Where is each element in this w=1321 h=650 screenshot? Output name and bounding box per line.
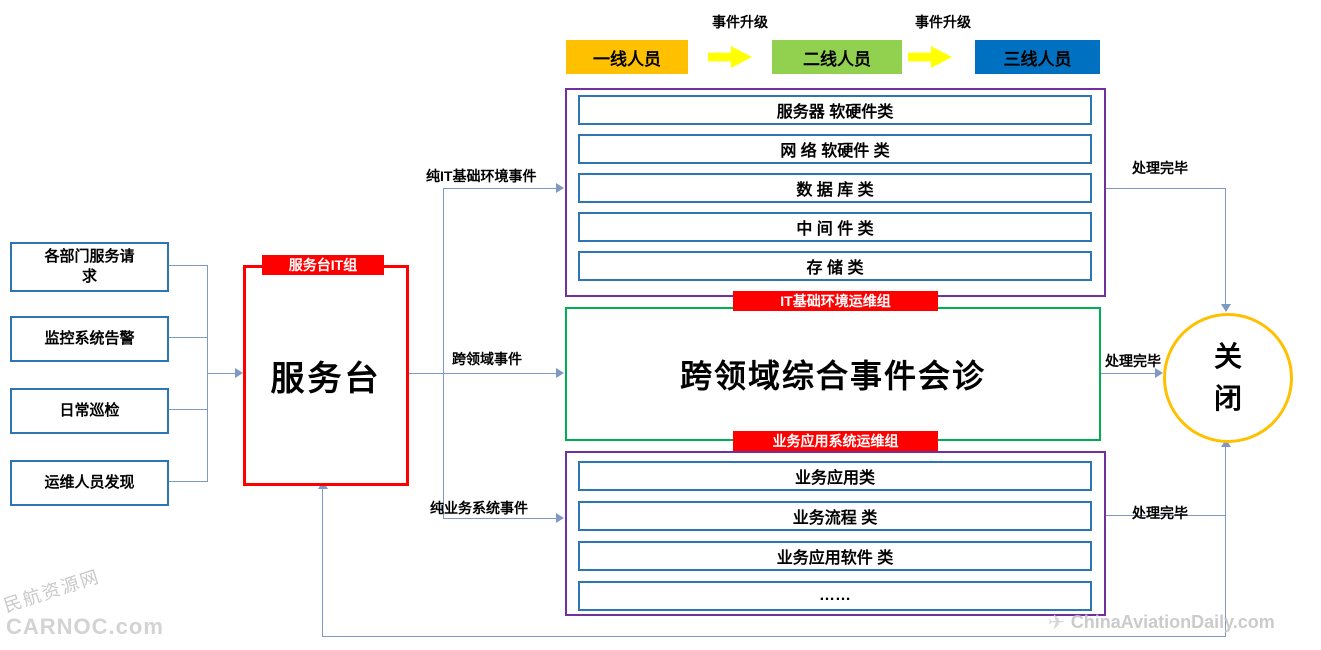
biz-category-box: 业务流程 类 (578, 501, 1092, 531)
branch-label-it: 纯IT基础环境事件 (426, 168, 537, 184)
connector-line (1097, 373, 1157, 374)
escalation-label-2: 事件升级 (915, 14, 971, 30)
tier2-box: 二线人员 (772, 40, 902, 74)
watermark-cad: ✈ ChinaAviationDaily.com (1048, 610, 1275, 635)
connector-line (443, 373, 557, 374)
close-circle: 关 闭 (1163, 313, 1293, 443)
it-group-tag: IT基础环境运维组 (733, 291, 938, 311)
connector-line (165, 337, 207, 338)
it-category-box: 网 络 软硬件 类 (578, 134, 1092, 164)
connector-line (1225, 188, 1226, 310)
biz-category-box: …… (578, 581, 1092, 611)
done-label-middle: 处理完毕 (1105, 353, 1161, 369)
watermark-carnoc-en: CARNOC.com (6, 614, 164, 639)
source-box-ops-discovery: 运维人员发现 (10, 460, 169, 506)
arrowhead-icon (556, 513, 564, 523)
branch-label-biz: 纯业务系统事件 (430, 500, 528, 516)
biz-category-box: 业务应用类 (578, 461, 1092, 491)
arrowhead-icon (235, 368, 243, 378)
connector-line (165, 481, 207, 482)
branch-label-cross: 跨领域事件 (452, 351, 522, 367)
it-category-box: 中 间 件 类 (578, 212, 1092, 242)
done-label-bottom: 处理完毕 (1132, 505, 1188, 521)
paper-plane-icon: ✈ (1048, 612, 1065, 634)
tier3-box: 三线人员 (975, 40, 1100, 74)
connector-line (443, 518, 557, 519)
service-desk-box: 服务台 (243, 265, 409, 486)
connector-line (1225, 447, 1226, 637)
source-box-monitoring: 监控系统告警 (10, 316, 169, 362)
service-desk-tag: 服务台IT组 (262, 255, 384, 275)
connector-line (443, 188, 557, 189)
biz-group-tag: 业务应用系统运维组 (733, 431, 938, 451)
connector-line (207, 373, 239, 374)
arrowhead-icon (556, 183, 564, 193)
escalation-arrow-icon (708, 46, 752, 68)
connector-line (322, 488, 323, 637)
it-category-box: 存 储 类 (578, 251, 1092, 281)
arrowhead-icon (1155, 368, 1163, 378)
diagnosis-box: 跨领域综合事件会诊 (565, 307, 1101, 441)
connector-line (322, 636, 1226, 637)
done-label-top: 处理完毕 (1132, 160, 1188, 176)
connector-line (443, 188, 444, 519)
tier1-box: 一线人员 (566, 40, 688, 74)
source-box-inspection: 日常巡检 (10, 388, 169, 434)
connector-line (165, 409, 207, 410)
source-box-requests: 各部门服务请 求 (10, 242, 169, 292)
arrowhead-icon (1221, 304, 1231, 312)
arrowhead-icon (1221, 439, 1231, 447)
escalation-arrow-icon (908, 46, 952, 68)
connector-line (403, 373, 443, 374)
connector-line (165, 265, 207, 266)
watermark-cad-text: ChinaAviationDaily.com (1070, 612, 1275, 632)
connector-line (1102, 188, 1226, 189)
it-category-box: 数 据 库 类 (578, 173, 1092, 203)
biz-category-box: 业务应用软件 类 (578, 541, 1092, 571)
escalation-label-1: 事件升级 (712, 14, 768, 30)
connector-line (1102, 515, 1226, 516)
watermark-carnoc-cn: 民航资源网 (1, 566, 103, 617)
arrowhead-icon (556, 368, 564, 378)
it-category-box: 服务器 软硬件类 (578, 95, 1092, 125)
